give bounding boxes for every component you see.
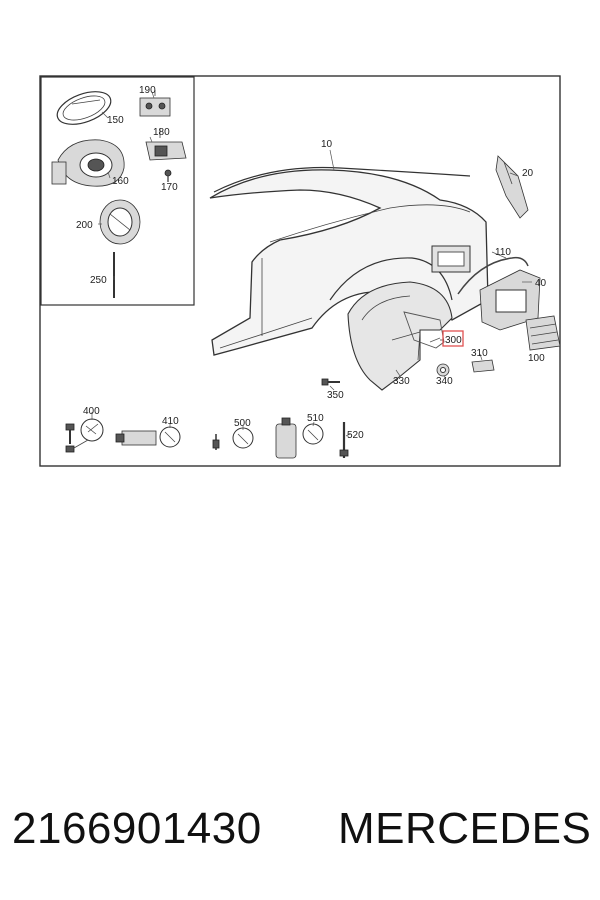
callout-20: 20 <box>522 168 534 179</box>
filler-housing-160 <box>51 139 125 187</box>
spray-can-510 <box>275 417 324 459</box>
highlight-box-300 <box>442 330 464 347</box>
clip-500 <box>212 427 254 450</box>
callout-310: 310 <box>471 348 488 359</box>
inset-frame <box>40 76 195 306</box>
callout-200: 200 <box>76 220 93 231</box>
callout-330: 330 <box>393 376 410 387</box>
side-panel-10 <box>209 166 489 356</box>
parts-diagram: 190 150 180 160 170 200 250 10 20 110 40… <box>39 75 561 467</box>
fuel-filler-flap-150 <box>56 91 112 125</box>
callout-340: 340 <box>436 376 453 387</box>
callout-40: 40 <box>535 278 547 289</box>
callout-180: 180 <box>153 127 170 138</box>
cap-disc-200 <box>99 199 141 245</box>
callout-300: 300 <box>445 335 462 346</box>
callout-400: 400 <box>83 406 100 417</box>
callout-520: 520 <box>347 430 364 441</box>
callout-160: 160 <box>112 176 129 187</box>
callout-170: 170 <box>161 182 178 193</box>
sealant-410 <box>115 426 181 448</box>
callout-190: 190 <box>139 85 156 96</box>
bolt-350 <box>321 378 340 386</box>
leader-lines <box>91 91 532 437</box>
callout-350: 350 <box>327 390 344 401</box>
callout-500: 500 <box>234 418 251 429</box>
callout-410: 410 <box>162 416 179 427</box>
brand-name: MERCEDES <box>338 804 592 853</box>
wheel-arch-liner-330 <box>347 281 453 391</box>
callout-10: 10 <box>321 139 333 150</box>
callout-110: 110 <box>495 247 511 258</box>
callout-100: 100 <box>528 353 545 364</box>
actuator-180 <box>145 128 187 161</box>
vent-grille-100 <box>525 315 561 351</box>
diagram-frame <box>39 75 561 467</box>
part-number: 2166901430 <box>12 804 262 853</box>
footer: 2166901430 MERCEDES <box>0 800 600 870</box>
pillar-trim-20 <box>495 155 529 219</box>
bracket-190 <box>139 90 171 117</box>
fastener-set-400 <box>65 418 104 453</box>
screw-170 <box>164 169 172 182</box>
callout-510: 510 <box>307 413 324 424</box>
cable-110 <box>457 256 529 295</box>
nut-340 <box>436 363 450 377</box>
cover-plate-310 <box>471 359 495 373</box>
stud-520 <box>339 422 349 458</box>
callout-150: 150 <box>107 115 124 126</box>
callout-250: 250 <box>90 275 107 286</box>
